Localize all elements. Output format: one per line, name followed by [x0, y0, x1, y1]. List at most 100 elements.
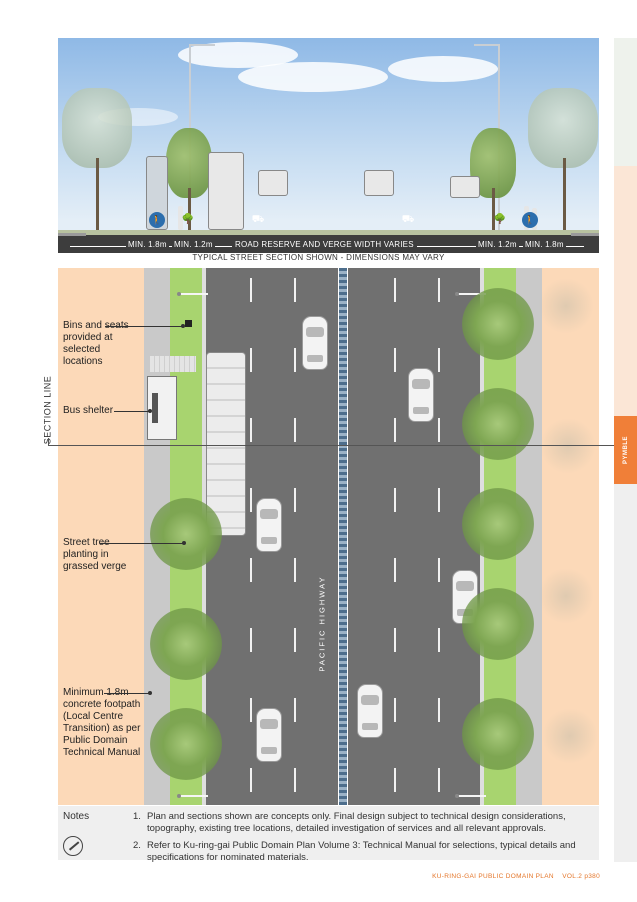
street-plan: PACIFIC HIGHWAY [58, 268, 599, 805]
dim-right-footpath: MIN. 1.8m [523, 240, 566, 249]
car-elevation [450, 176, 480, 198]
lane-marking [394, 698, 396, 722]
callout-street-tree: Street tree planting in grassed verge [63, 537, 127, 572]
note-text: Plan and sections shown are concepts onl… [147, 811, 566, 834]
background-tree [62, 88, 132, 168]
tree-icon: 🌳 [493, 214, 507, 225]
pedestrian-figure [178, 206, 183, 230]
lane-marking [438, 628, 440, 652]
edge-tab-upper [614, 38, 637, 166]
dim-road-reserve: ROAD RESERVE AND VERGE WIDTH VARIES [232, 240, 417, 249]
street-section-elevation: 🚶 🌳 ⛟ ⛟ 🌳 🚶 [58, 38, 599, 253]
callout-footpath: Minimum 1.8m concrete footpath (Local Ce… [63, 687, 141, 758]
car-plan [357, 684, 383, 738]
note-item: 2. Refer to Ku-ring-gai Public Domain Pl… [133, 840, 593, 864]
car-plan [256, 498, 282, 552]
callout-bus-shelter: Bus shelter [63, 405, 114, 416]
section-line-label-wrap: SECTION LINE [40, 368, 54, 452]
median-strip [338, 268, 348, 805]
note-number: 2. [133, 840, 141, 851]
street-light [177, 292, 208, 296]
dim-right-verge: MIN. 1.2m [476, 240, 519, 249]
leader-line [114, 411, 150, 412]
lane-marking [394, 348, 396, 372]
street-tree-plan [462, 488, 534, 560]
dim-left-footpath: MIN. 1.8m [126, 240, 169, 249]
car-icon: ⛟ [251, 214, 265, 225]
lane-marking [394, 628, 396, 652]
section-line-label: SECTION LINE [42, 375, 53, 445]
lane-marking [294, 558, 296, 582]
lane-marking [250, 418, 252, 442]
lane-marking [250, 768, 252, 792]
street-tree-plan [150, 608, 222, 680]
lane-marking [438, 768, 440, 792]
notes-panel [58, 806, 599, 860]
lane-marking [294, 768, 296, 792]
street-tree [166, 128, 212, 198]
street-tree-plan [150, 498, 222, 570]
bus-elevation [208, 152, 244, 230]
street-light [177, 794, 208, 798]
lane-marking [250, 628, 252, 652]
lane-marking [250, 488, 252, 512]
street-light [455, 292, 486, 296]
note-number: 1. [133, 811, 141, 822]
background-tree [540, 418, 596, 474]
pedestrian-icon: 🚶 [149, 212, 165, 228]
bus-plan [206, 352, 246, 536]
road-name-label: PACIFIC HIGHWAY [302, 558, 342, 688]
street-tree-plan [462, 698, 534, 770]
cloud [388, 56, 498, 82]
lane-marking [438, 278, 440, 302]
leader-dot [181, 324, 185, 328]
road-name: PACIFIC HIGHWAY [317, 574, 327, 672]
tree-trunk [563, 158, 566, 230]
tree-trunk [492, 188, 495, 230]
background-tree [538, 568, 594, 624]
cloud [238, 62, 388, 92]
street-tree-plan [462, 288, 534, 360]
edge-tab-active[interactable] [614, 416, 637, 484]
car-elevation [364, 170, 394, 196]
lane-marking [438, 418, 440, 442]
lane-marking [438, 698, 440, 722]
note-item: 1. Plan and sections shown are concepts … [133, 811, 593, 835]
background-tree [538, 278, 594, 334]
bus-shelter [147, 376, 177, 440]
lane-marking [294, 488, 296, 512]
lane-marking [438, 558, 440, 582]
lane-marking [250, 558, 252, 582]
car-plan [302, 316, 328, 370]
seating-area [150, 356, 196, 372]
car-icon: ⛟ [401, 214, 415, 225]
bin-marker [185, 320, 192, 327]
street-tree-plan [462, 388, 534, 460]
background-tree [528, 88, 598, 168]
pen-icon [63, 836, 83, 856]
pedestrian-icon: 🚶 [522, 212, 538, 228]
light-arm [474, 44, 500, 46]
lane-marking [294, 418, 296, 442]
section-caption: TYPICAL STREET SECTION SHOWN - DIMENSION… [192, 253, 445, 262]
edge-tab-peach [614, 166, 637, 416]
callout-bins: Bins and seats provided at selected loca… [63, 320, 129, 367]
leader-dot [148, 691, 152, 695]
leader-line [104, 693, 150, 694]
tree-icon: 🌳 [181, 214, 195, 225]
lane-marking [294, 278, 296, 302]
background-tree [542, 708, 598, 764]
street-tree-plan [150, 708, 222, 780]
tree-trunk [96, 158, 99, 230]
street-light [455, 794, 486, 798]
leader-dot [182, 541, 186, 545]
kerb [58, 233, 86, 236]
page-footer: KU-RING-GAI PUBLIC DOMAIN PLAN VOL.2 p38… [420, 873, 600, 880]
edge-tab-label-wrap: PYMBLE [614, 416, 637, 484]
lane-marking [294, 698, 296, 722]
lane-marking [294, 348, 296, 372]
shelter-panel [152, 393, 158, 423]
lane-marking [438, 488, 440, 512]
leader-line [105, 326, 183, 327]
lane-marking [394, 768, 396, 792]
